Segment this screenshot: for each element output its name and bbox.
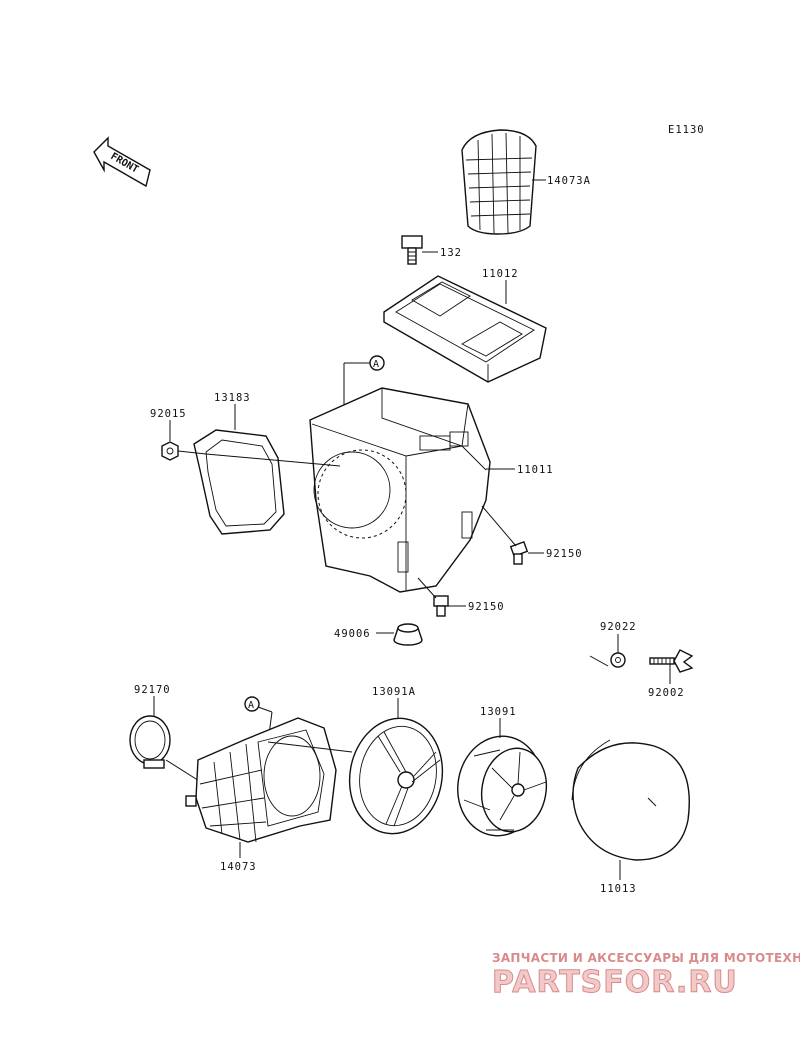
label-13091: 13091	[480, 706, 517, 718]
label-14073: 14073	[220, 861, 257, 873]
label-92015: 92015	[150, 408, 187, 420]
ref-marker-upper-text: A	[373, 359, 379, 370]
label-11011: 11011	[517, 464, 554, 476]
label-92150-lower: 92150	[468, 601, 505, 613]
part-92170: 92170	[129, 684, 205, 785]
label-49006: 49006	[334, 628, 371, 640]
label-11012: 11012	[482, 268, 519, 280]
watermark-logo: PARTSFOR.RU	[492, 965, 738, 1000]
part-49006: 49006	[334, 623, 423, 646]
part-92015: 92015	[150, 408, 207, 461]
label-92170: 92170	[134, 684, 171, 696]
part-14073A: 14073A	[461, 129, 591, 235]
ref-marker-lower: A	[244, 696, 273, 743]
front-arrow-icon: FRONT	[93, 136, 151, 188]
part-13091A: 13091A	[348, 686, 444, 835]
part-92150-lower: 92150	[417, 577, 505, 617]
part-92022: 92022	[589, 621, 637, 668]
label-92022: 92022	[600, 621, 637, 633]
watermark-tagline: ЗАПЧАСТИ И АКСЕССУАРЫ ДЛЯ МОТОТЕХНИКИ	[492, 951, 800, 965]
part-92150-right: 92150	[481, 505, 583, 565]
part-11012: 11012	[383, 268, 547, 383]
label-92002: 92002	[648, 687, 685, 699]
label-11013: 11013	[600, 883, 637, 895]
ref-marker-lower-text: A	[248, 700, 254, 711]
part-13091: 13091	[457, 706, 548, 837]
label-14073A: 14073A	[547, 175, 591, 187]
part-92002: 92002	[648, 649, 694, 699]
label-132: 132	[440, 247, 462, 259]
part-132: 132	[401, 235, 462, 265]
label-13091A: 13091A	[372, 686, 416, 698]
part-13183: 13183	[193, 392, 341, 535]
part-14073: 14073	[185, 717, 353, 873]
label-92150-right: 92150	[546, 548, 583, 560]
label-13183: 13183	[214, 392, 251, 404]
part-11011: 11011	[309, 387, 554, 593]
part-11013: 11013	[571, 739, 690, 895]
diagram-code: E1130	[668, 124, 705, 136]
